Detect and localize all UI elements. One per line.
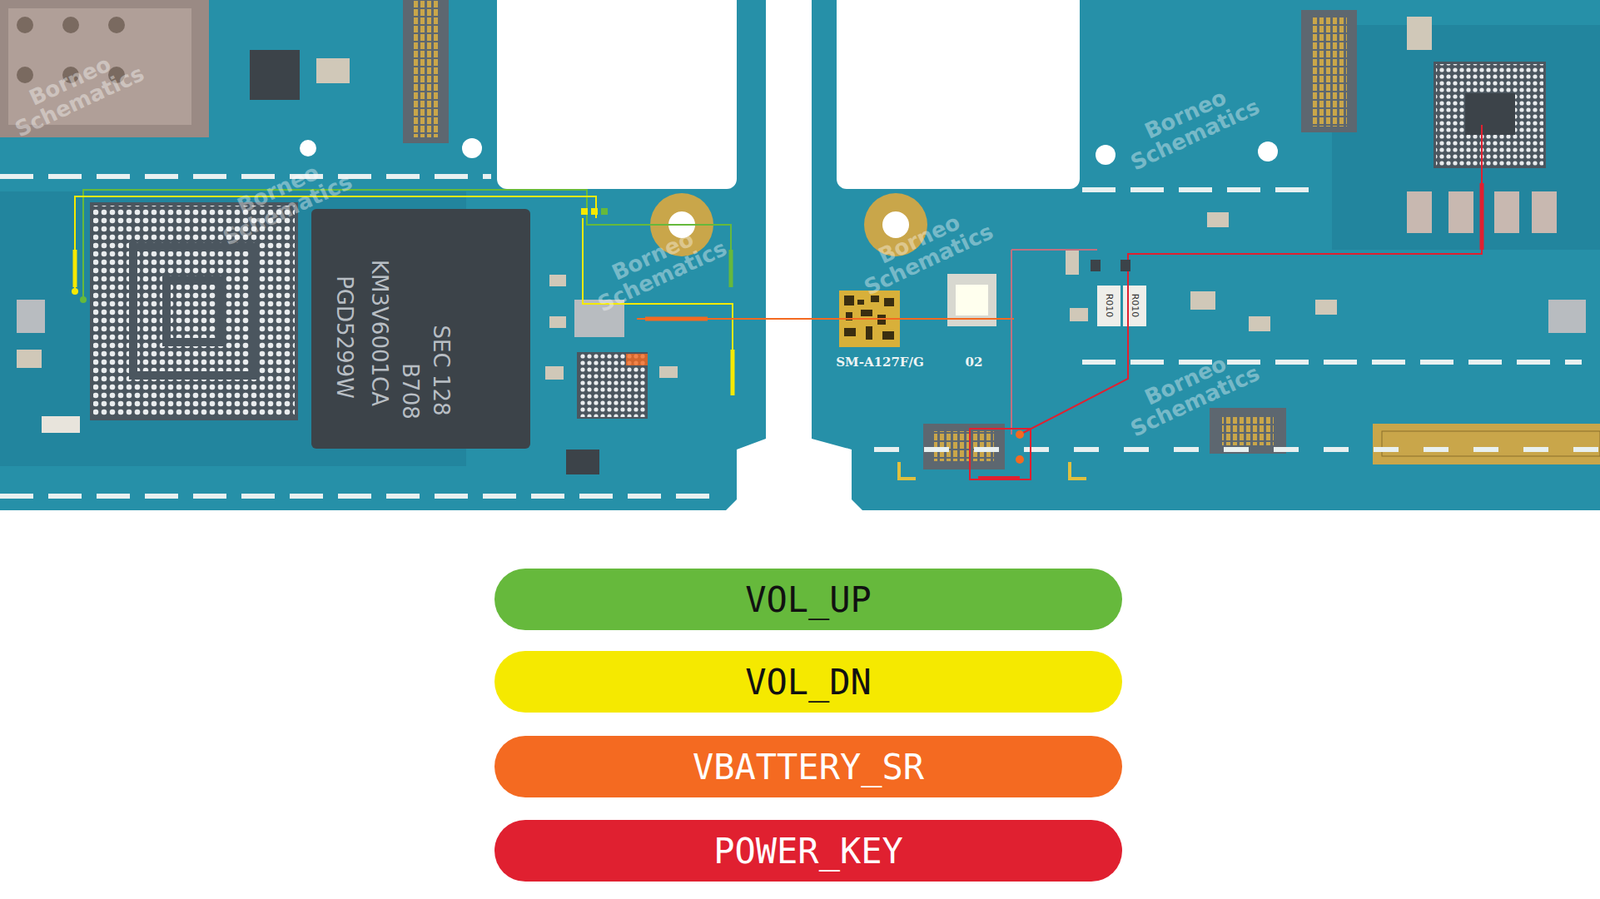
- power-key-pad: [978, 476, 1020, 481]
- power-key-trace: [1480, 183, 1485, 250]
- watermark: Borneo Schematics: [208, 149, 357, 250]
- bga-footprint: [1433, 61, 1546, 169]
- test-point: [1120, 259, 1131, 272]
- legend-swatch: VOL_DN: [494, 650, 1123, 713]
- legend-swatch: VOL_UP: [494, 568, 1123, 631]
- legend-swatch: VBATTERY_SR: [494, 735, 1123, 798]
- test-point: [1090, 259, 1101, 272]
- vbattery-trace: [636, 318, 1014, 320]
- watermark: Borneo Schematics: [849, 198, 998, 300]
- watermark: Borneo Schematics: [583, 215, 731, 317]
- board-connector: [1209, 407, 1287, 454]
- qr-code: [844, 295, 895, 340]
- board-cutout: [496, 0, 737, 189]
- board-model: SM-A127F/G: [835, 354, 925, 370]
- pad-group: [626, 353, 648, 366]
- bga-footprint: [1436, 64, 1544, 166]
- board-connector: [402, 0, 449, 144]
- board-connector: [1311, 16, 1347, 127]
- resistor: [1097, 285, 1121, 327]
- resistor: [1122, 285, 1147, 327]
- resistor-value: R010: [1103, 293, 1115, 319]
- legend-text: POWER_KEY: [713, 830, 904, 872]
- board-connector: [1372, 423, 1600, 465]
- board-connector: [1301, 9, 1357, 133]
- legend-swatch: POWER_KEY: [494, 819, 1123, 882]
- board-connector: [934, 431, 994, 462]
- power-key-trace: [1011, 249, 1098, 435]
- chip-marking: KM3V6001CA: [367, 259, 393, 407]
- bga-ring: [166, 280, 222, 343]
- legend-text: VOL_DN: [745, 661, 872, 703]
- board-connector: [411, 0, 441, 138]
- legend-text: VOL_UP: [745, 579, 872, 621]
- watermark: Borneo Schematics: [1116, 340, 1264, 442]
- vbattery-trace: [645, 317, 708, 322]
- legend-text: VBATTERY_SR: [692, 746, 925, 788]
- watermark: Borneo Schematics: [1116, 74, 1264, 175]
- test-point: [1015, 455, 1024, 464]
- memory-chip: [311, 208, 531, 449]
- board-cutout: [836, 0, 1080, 189]
- chip-marking: B708: [397, 362, 423, 419]
- watermark: Borneo Schematics: [0, 40, 149, 142]
- flash-led: [955, 284, 989, 316]
- board-connector: [1222, 416, 1274, 446]
- via-hole: [1095, 144, 1116, 165]
- bga-ring: [133, 247, 255, 376]
- test-point: [1015, 430, 1024, 439]
- bga-footprint: [89, 202, 299, 421]
- via-hole: [1257, 141, 1278, 162]
- via-hole: [299, 139, 317, 157]
- via-hole: [462, 138, 482, 159]
- board-connector: [1381, 431, 1600, 457]
- bga-center: [1465, 93, 1516, 135]
- bga-footprint: [93, 205, 295, 418]
- board-connector: [923, 423, 1005, 470]
- board-revision: 02: [965, 354, 984, 370]
- chip-marking: SEC 128: [428, 325, 454, 417]
- resistor-value: R010: [1129, 293, 1141, 319]
- shield-area: [1331, 24, 1600, 250]
- bga-footprint: [576, 352, 648, 419]
- smd-components: [16, 16, 1586, 475]
- chip-marking: PGD5299W: [332, 275, 358, 399]
- power-key-pad: [969, 428, 1031, 480]
